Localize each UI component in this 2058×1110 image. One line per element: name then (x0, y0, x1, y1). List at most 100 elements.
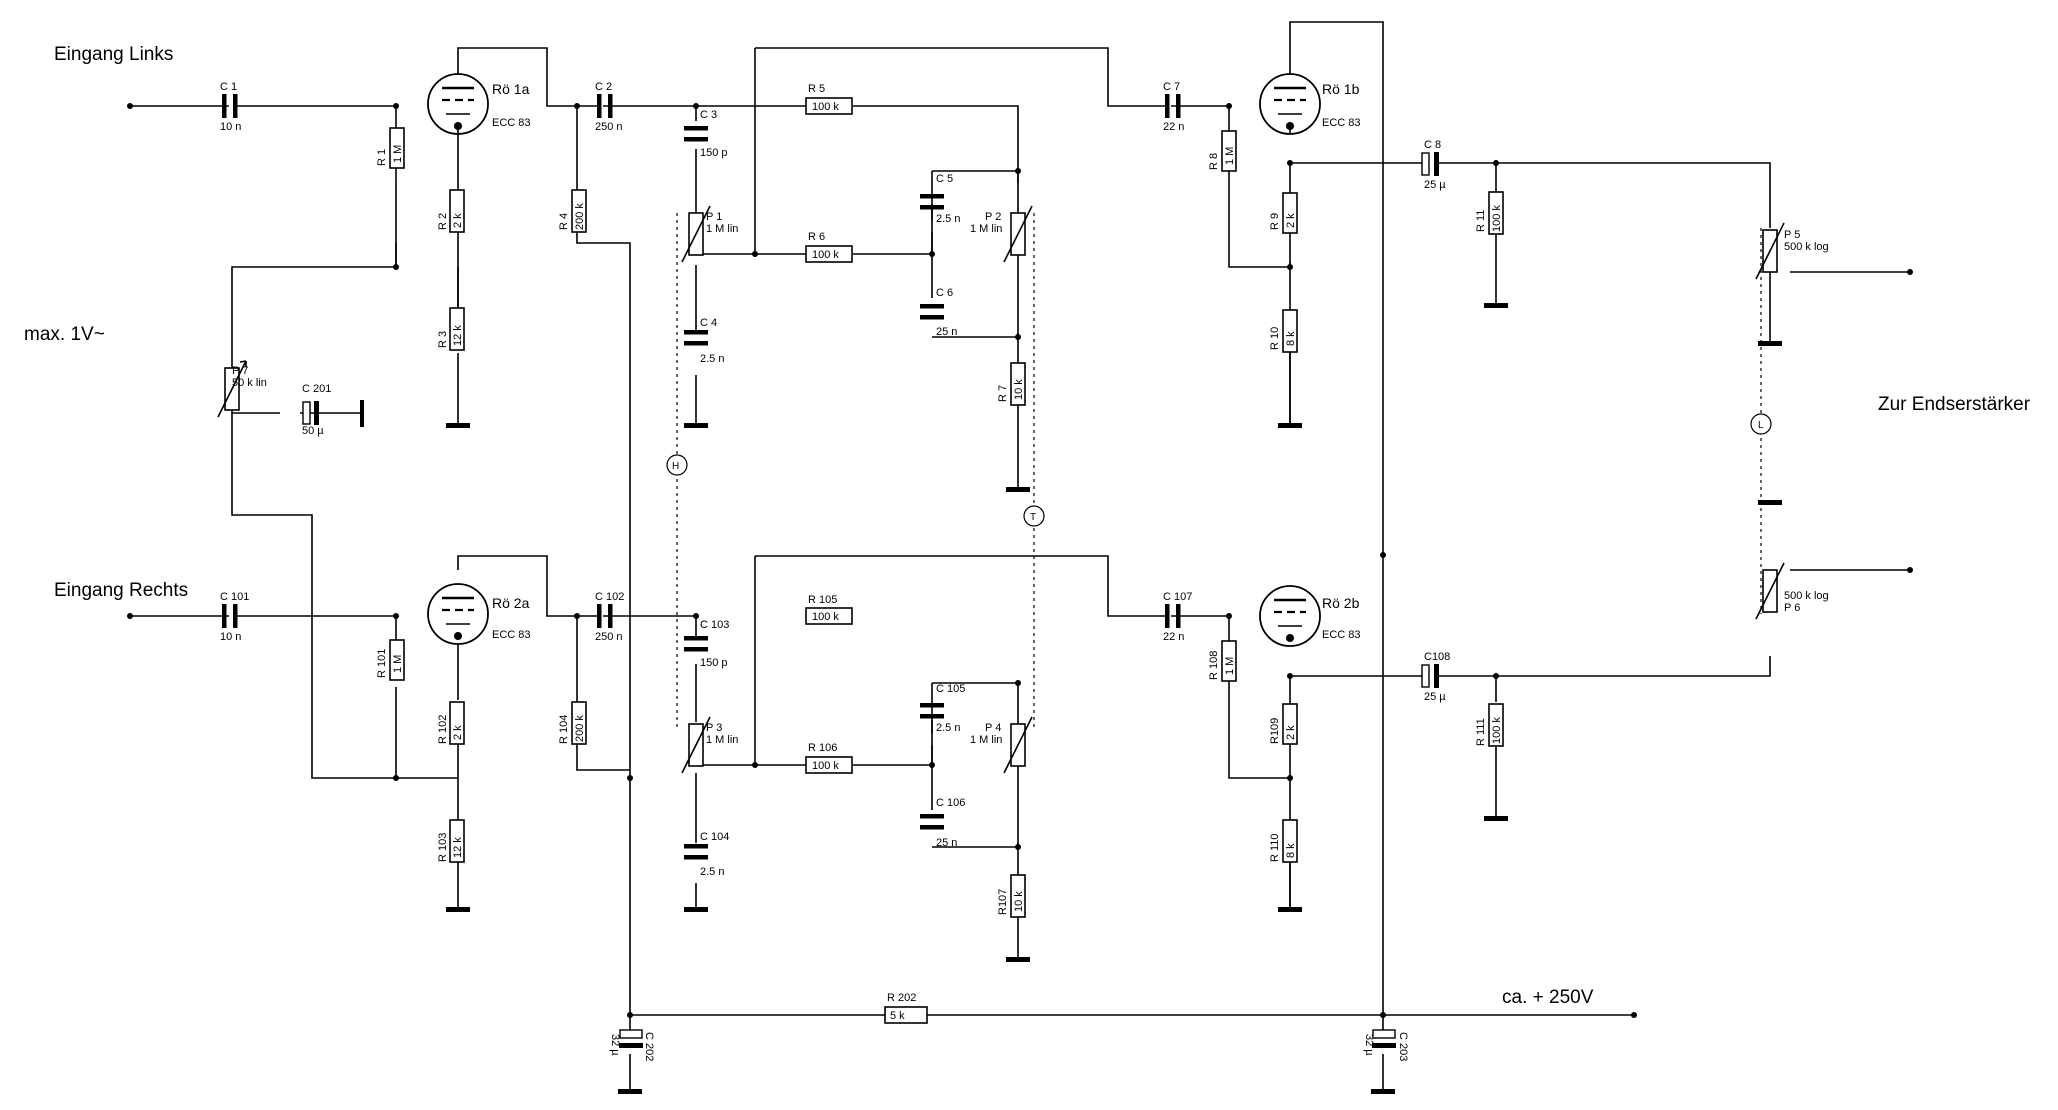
label-r103-value: 12 k (452, 837, 464, 858)
label-r3-ref: R 3 (437, 331, 449, 348)
label-r202-value: 5 k (890, 1010, 905, 1022)
marker-treble: T (1030, 512, 1036, 523)
label-p7-ref: P 7 (232, 365, 248, 377)
label-c1-value: 10 n (220, 121, 241, 133)
wires (130, 21, 1910, 1089)
label-p1-ref: P 1 (706, 211, 722, 223)
label-c203-ref: C 203 (1397, 1032, 1409, 1061)
label-c106-value: 25 n (936, 837, 957, 849)
label-p5-ref: P 5 (1784, 229, 1800, 241)
label-c6-ref: C 6 (936, 287, 953, 299)
component-labels: C 1 10 n C 2 250 n C 7 22 n C 8 25 µ C 2… (220, 81, 1829, 1061)
label-r6-ref: R 6 (808, 231, 825, 243)
label-c102-ref: C 102 (595, 591, 624, 603)
tube-r1a-name: Rö 1a (492, 81, 530, 97)
label-p2-ref: P 2 (985, 211, 1001, 223)
tube-r2a-name: Rö 2a (492, 595, 530, 611)
label-r2-ref: R 2 (437, 213, 449, 230)
gang-links (676, 213, 1762, 727)
input-left-label: Eingang Links (54, 44, 173, 65)
label-c105-ref: C 105 (936, 683, 965, 695)
marker-volume: L (1758, 420, 1764, 431)
label-c1-ref: C 1 (220, 81, 237, 93)
label-r11-value: 100 k (1491, 205, 1503, 232)
label-c108-value: 25 µ (1424, 691, 1446, 703)
label-r8-value: 1 M (1224, 147, 1236, 165)
tube-r2a-type: ECC 83 (492, 629, 531, 641)
label-c105-value: 2.5 n (936, 722, 960, 734)
label-c101-ref: C 101 (220, 591, 249, 603)
tube-r2b: Rö 2b ECC 83 (1259, 585, 1361, 647)
label-r102-ref: R 102 (437, 715, 449, 744)
label-r5-ref: R 5 (808, 83, 825, 95)
label-r6-value: 100 k (812, 249, 839, 261)
label-r104-value: 200 k (574, 715, 586, 742)
titles: Eingang Links Eingang Rechts max. 1V~ Zu… (24, 44, 2031, 1008)
capacitors-vertical (619, 126, 1396, 1048)
label-c7-ref: C 7 (1163, 81, 1180, 93)
label-p1-value: 1 M lin (706, 223, 738, 235)
label-r104-ref: R 104 (558, 715, 570, 744)
label-c8-value: 25 µ (1424, 179, 1446, 191)
label-r110-ref: R 110 (1269, 833, 1281, 862)
label-r11-ref: R 11 (1475, 210, 1487, 232)
supply-label: ca. + 250V (1502, 987, 1594, 1008)
label-r105-value: 100 k (812, 611, 839, 623)
label-c104-value: 2.5 n (700, 866, 724, 878)
max-level-label: max. 1V~ (24, 324, 105, 345)
label-c107-ref: C 107 (1163, 591, 1192, 603)
label-r109-ref: R109 (1269, 718, 1281, 744)
potentiometers (217, 205, 1785, 774)
label-c201-ref: C 201 (302, 383, 331, 395)
label-r2-value: 2 k (452, 213, 464, 228)
tube-r2b-name: Rö 2b (1322, 595, 1360, 611)
label-r4-ref: R 4 (558, 213, 570, 230)
gang-markers: H T L (666, 413, 1772, 527)
label-c7-value: 22 n (1163, 121, 1184, 133)
label-r101-ref: R 101 (376, 649, 388, 678)
label-r10-value: 8 k (1285, 331, 1297, 346)
label-r105-ref: R 105 (808, 594, 837, 606)
label-c8-ref: C 8 (1424, 139, 1441, 151)
label-r10-ref: R 10 (1269, 327, 1281, 350)
tube-r1b-name: Rö 1b (1322, 81, 1360, 97)
label-r103-ref: R 103 (437, 833, 449, 862)
label-p4-value: 1 M lin (970, 734, 1002, 746)
label-c104-ref: C 104 (700, 831, 729, 843)
label-c3-ref: C 3 (700, 109, 717, 121)
label-r106-value: 100 k (812, 760, 839, 772)
label-r102-value: 2 k (452, 725, 464, 740)
label-r9-ref: R 9 (1269, 213, 1281, 230)
label-r7-value: 10 k (1013, 379, 1025, 400)
label-c202-ref: C 202 (643, 1032, 655, 1061)
label-r108-ref: R 108 (1208, 651, 1220, 680)
ground-symbols (446, 303, 1782, 1094)
label-c101-value: 10 n (220, 631, 241, 643)
tube-r1b-type: ECC 83 (1322, 117, 1361, 129)
label-r202-ref: R 202 (887, 992, 916, 1004)
label-r111-ref: R 111 (1475, 718, 1487, 746)
label-c107-value: 22 n (1163, 631, 1184, 643)
output-label: Zur Endserstärker (1878, 394, 2031, 415)
tube-r1a-type: ECC 83 (492, 117, 531, 129)
label-r1-value: 1 M (392, 145, 404, 163)
label-r5-value: 100 k (812, 101, 839, 113)
label-p3-ref: P 3 (706, 722, 722, 734)
tube-r2b-type: ECC 83 (1322, 629, 1361, 641)
label-c103-ref: C 103 (700, 619, 729, 631)
tube-r1a: Rö 1a ECC 83 (427, 60, 531, 135)
label-r4-value: 200 k (574, 203, 586, 230)
marker-bass: H (672, 461, 679, 472)
label-c2-value: 250 n (595, 121, 623, 133)
label-c106-ref: C 106 (936, 797, 965, 809)
resistors (389, 97, 1504, 1024)
label-p7-value: 50 k lin (232, 377, 267, 389)
label-p6-ref: P 6 (1784, 602, 1800, 614)
label-r106-ref: R 106 (808, 742, 837, 754)
label-c4-ref: C 4 (700, 317, 717, 329)
label-p4-ref: P 4 (985, 722, 1001, 734)
label-r109-value: 2 k (1285, 725, 1297, 740)
label-r111-value: 100 k (1491, 717, 1503, 744)
capacitors-horizontal (222, 94, 1439, 688)
input-right-label: Eingang Rechts (54, 580, 188, 601)
